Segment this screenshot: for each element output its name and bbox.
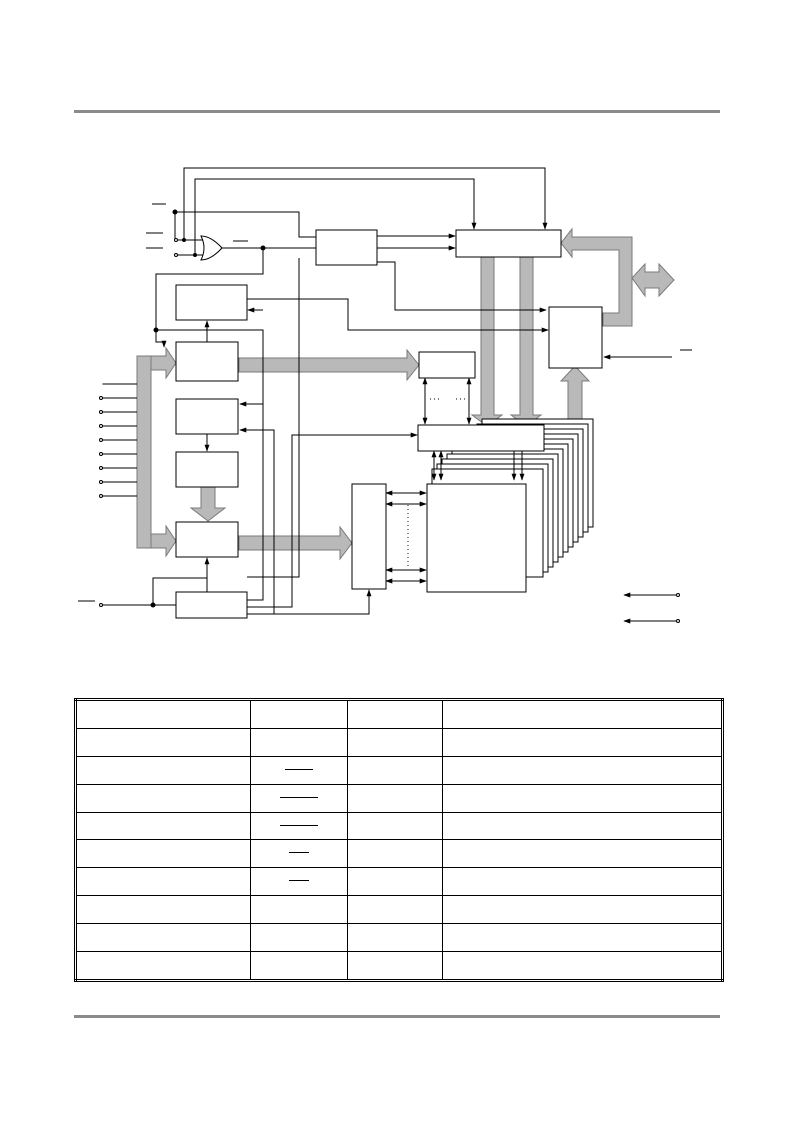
or-gate: [200, 235, 223, 261]
table-row: [75, 950, 723, 982]
table-row: [75, 839, 723, 869]
bus-group: [136, 227, 675, 561]
signal-lines: [78, 167, 692, 624]
table-row: [75, 783, 723, 813]
block-group: [175, 229, 603, 619]
pin-function-table: [74, 698, 724, 982]
table-row: [75, 727, 723, 757]
bus-down-arrow-left: [470, 256, 504, 427]
page-top-rule: [74, 110, 720, 113]
overbar-mark: [280, 824, 318, 826]
output-buffer-block: [175, 521, 239, 558]
dotted-lines: [407, 398, 465, 566]
bus-to-small-buffer: [238, 348, 420, 382]
top-register-block: [315, 229, 378, 266]
page-bottom-rule: [74, 1015, 720, 1018]
overbar-mark: [285, 768, 313, 770]
bus-arrow-to-output-buffer: [150, 524, 177, 558]
control-logic-block: [455, 229, 562, 258]
input-buffer-block: [175, 341, 239, 382]
table-row: [75, 699, 723, 729]
bus-arrow-to-input-buffer: [150, 346, 177, 380]
io-gating-block: [417, 424, 545, 452]
small-buffer-block: [418, 351, 476, 379]
upper-left-register-block: [175, 284, 248, 321]
bus-loop-right: [560, 227, 633, 327]
middle-left-register-block: [175, 398, 239, 435]
bottom-register-block: [175, 591, 248, 619]
address-input-pins: [99, 382, 137, 498]
bus-down-arrow-right: [509, 256, 543, 427]
bus-to-column-decoder: [238, 525, 353, 561]
table-row: [75, 923, 723, 952]
table-row: [75, 867, 723, 897]
table-row: [75, 811, 723, 841]
lower-left-register-block: [175, 451, 239, 488]
block-diagram: [78, 167, 692, 624]
bus-external-double-arrow: [631, 262, 675, 298]
overbar-mark: [280, 796, 318, 798]
data-bus-buffer-block: [548, 306, 603, 369]
column-decoder-block: [351, 483, 387, 590]
table-row: [75, 755, 723, 785]
overbar-mark: [289, 852, 309, 854]
address-bus-vertical: [136, 355, 152, 549]
bus-down-arrow: [189, 486, 227, 522]
overbar-mark: [289, 880, 309, 882]
table-row: [75, 895, 723, 925]
